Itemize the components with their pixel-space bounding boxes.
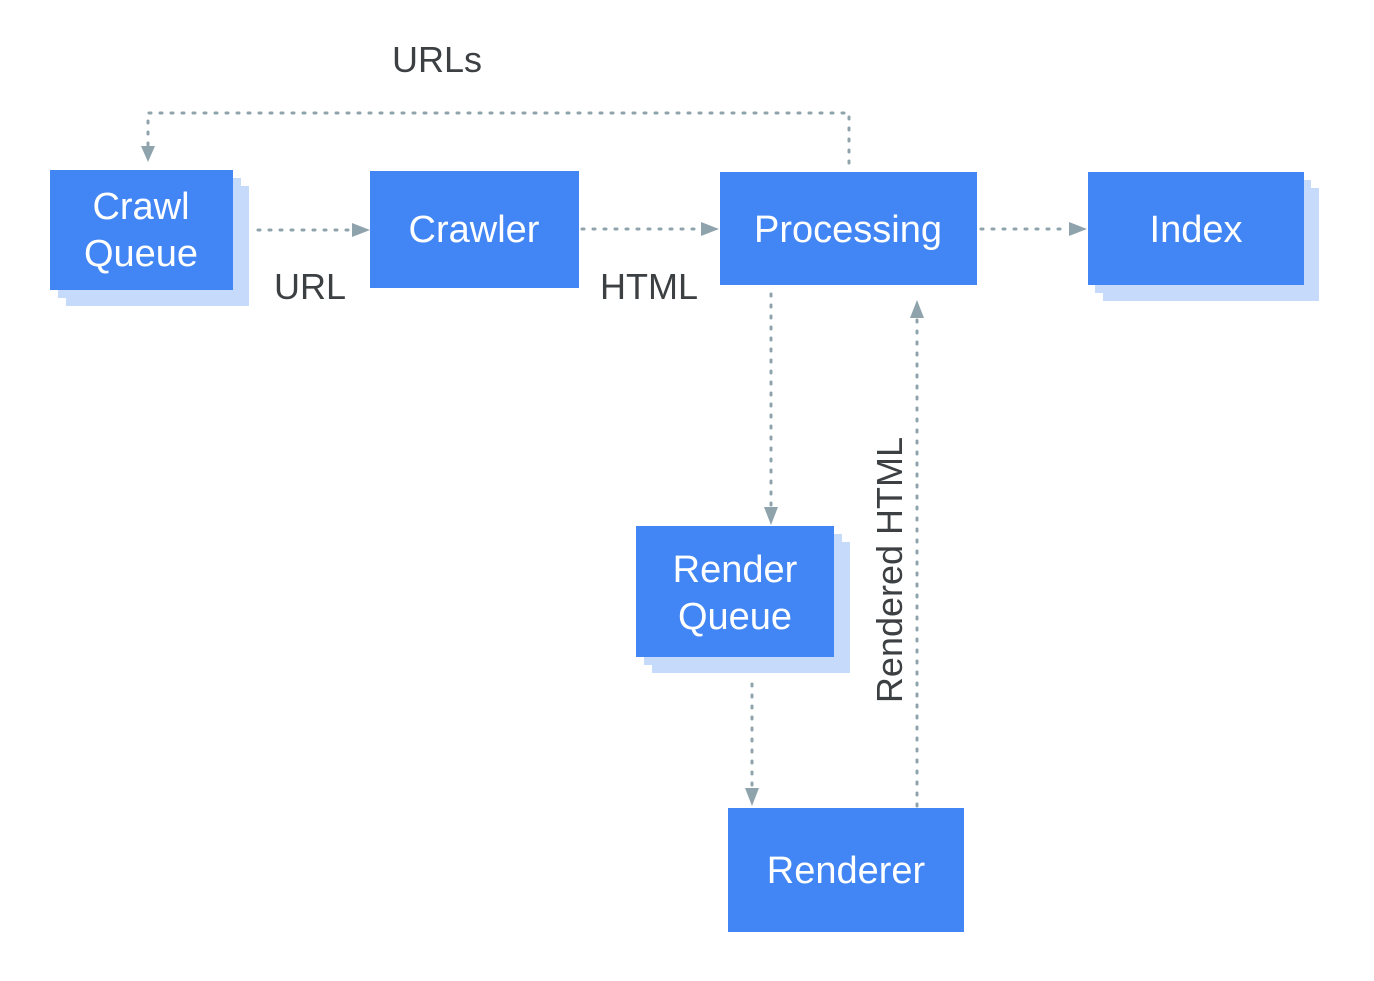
node-crawler: Crawler xyxy=(370,171,579,288)
edge-urls-arrowhead xyxy=(141,146,155,162)
node-processing: Processing xyxy=(720,172,977,285)
edge-urls xyxy=(141,111,851,165)
edge-html-arrowhead xyxy=(701,222,719,236)
edge-processing-index xyxy=(979,222,1087,236)
node-render-queue: Render Queue xyxy=(636,526,850,673)
node-index-label: Index xyxy=(1150,209,1243,251)
node-crawl-queue-label-line2: Queue xyxy=(84,233,198,275)
edge-rendered-html xyxy=(910,300,924,808)
edge-url-arrowhead xyxy=(352,223,370,237)
edge-label-rendered-html: Rendered HTML xyxy=(869,437,910,703)
edge-processing-index-arrowhead xyxy=(1069,222,1087,236)
edge-url xyxy=(256,223,370,237)
node-index-box xyxy=(1088,172,1304,285)
edge-label-urls: URLs xyxy=(392,39,482,80)
node-render-queue-label-line1: Render xyxy=(673,549,798,591)
node-processing-label: Processing xyxy=(754,209,942,251)
node-index: Index xyxy=(1088,172,1319,301)
node-renderer: Renderer xyxy=(728,808,964,932)
edge-label-url: URL xyxy=(274,266,346,307)
edge-rendered-html-arrowhead xyxy=(910,300,924,318)
node-render-queue-box xyxy=(636,526,834,657)
edge-urls-line xyxy=(146,111,851,165)
edge-html xyxy=(580,222,719,236)
node-render-queue-label-line2: Queue xyxy=(678,596,792,638)
edge-render-queue-renderer xyxy=(745,682,759,806)
node-renderer-box xyxy=(728,808,964,932)
node-crawl-queue-box xyxy=(50,170,233,290)
node-crawler-label: Crawler xyxy=(409,209,540,251)
edge-render-queue-renderer-arrowhead xyxy=(745,788,759,806)
node-crawl-queue: Crawl Queue xyxy=(50,170,249,306)
node-processing-box xyxy=(720,172,977,285)
node-renderer-label: Renderer xyxy=(767,850,926,892)
node-crawl-queue-label-line1: Crawl xyxy=(92,186,189,228)
node-crawler-box xyxy=(370,171,579,288)
edge-processing-render-queue xyxy=(764,292,778,525)
edge-processing-render-queue-arrowhead xyxy=(764,507,778,525)
edge-label-html: HTML xyxy=(600,266,698,307)
